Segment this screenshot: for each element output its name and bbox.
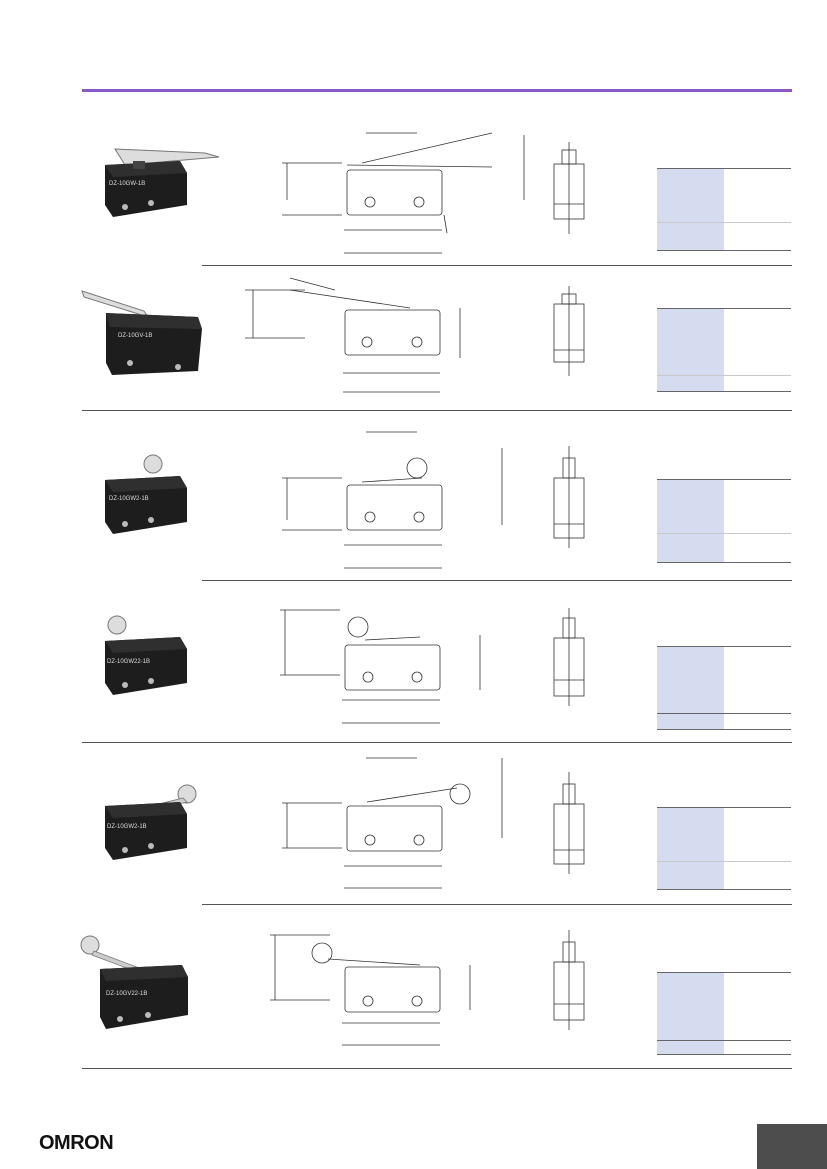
row-divider <box>202 904 792 905</box>
spec-table <box>657 308 791 392</box>
dimension-drawing-roller-lever-2 <box>282 757 503 889</box>
photo-label: DZ-10GW2-1B <box>109 496 149 502</box>
dimension-drawing-long-roller-lever <box>270 934 471 1046</box>
end-view-drawing <box>553 772 585 874</box>
dimension-drawing-hinge-lever <box>282 132 525 254</box>
switch-photo-long-lever: DZ-10GV-1B <box>81 290 202 375</box>
row-divider <box>82 742 792 743</box>
row-divider <box>202 265 792 266</box>
dimension-drawing-roller-lever <box>282 431 503 569</box>
switch-photo-hinge-lever: DZ-10GW-1B <box>105 148 220 217</box>
header-accent-rule <box>82 89 792 92</box>
switch-photo-roller-lever: DZ-10GW2-1B <box>105 454 187 534</box>
photo-label: DZ-10GW-1B <box>109 181 145 187</box>
end-view-drawing <box>553 446 585 548</box>
spec-table <box>657 972 791 1055</box>
row-divider <box>82 410 792 411</box>
switch-photo-roller-end: DZ-10GW22-1B <box>105 615 187 695</box>
photo-label: DZ-10GV22-1B <box>106 991 147 997</box>
photo-label: DZ-10GW2-1B <box>107 824 147 830</box>
switch-photo-roller-lever-2: DZ-10GW2-1B <box>105 784 197 860</box>
photo-label: DZ-10GV-1B <box>118 333 152 339</box>
spec-table <box>657 168 791 251</box>
end-view-drawing <box>553 286 585 376</box>
dimension-drawing-roller-end <box>280 609 481 724</box>
spec-table <box>657 807 791 890</box>
end-view-drawing <box>553 608 585 706</box>
footer-rule <box>82 1068 792 1069</box>
spec-table <box>657 479 791 563</box>
photo-label: DZ-10GW22-1B <box>107 659 150 665</box>
end-view-drawing <box>553 930 585 1030</box>
switch-photo-long-roller-lever: DZ-10GV22-1B <box>80 935 188 1029</box>
page-tab <box>757 1124 827 1169</box>
row-divider <box>202 580 792 581</box>
omron-logo: OMRON <box>39 1132 114 1154</box>
dimension-drawing-long-lever <box>245 277 461 393</box>
spec-table <box>657 646 791 730</box>
end-view-drawing <box>553 142 585 234</box>
